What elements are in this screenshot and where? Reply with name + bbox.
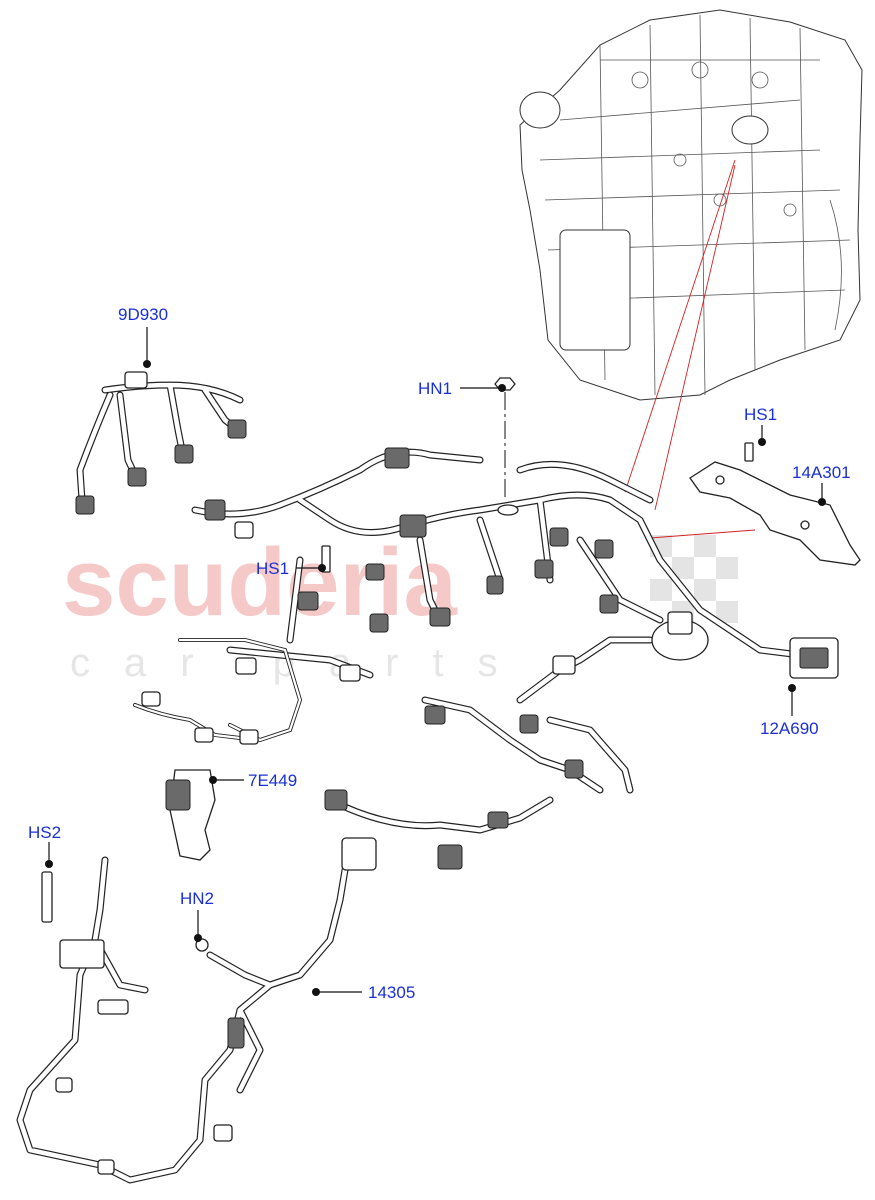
callout-12a690: 12A690 <box>760 719 819 738</box>
main-engine-harness <box>191 447 804 682</box>
battery-harness-14305 <box>16 837 377 1184</box>
sub-harness-center <box>324 611 709 870</box>
callout-14a301: 14A301 <box>792 463 851 482</box>
nut-hn2-icon <box>195 938 209 952</box>
bolt-hs2-icon <box>41 871 53 923</box>
bolt-hs1-top-icon <box>744 442 754 462</box>
callout-hs1-top: HS1 <box>744 405 777 424</box>
callout-7e449: 7E449 <box>248 771 297 790</box>
callout-14305: 14305 <box>368 983 415 1002</box>
engine-block-illustration <box>519 9 863 401</box>
callout-labels: 9D930 HN1 HS1 14A301 HS1 12A690 7E449 HS… <box>28 305 851 1002</box>
checkered-flag-graphic <box>650 535 738 623</box>
watermark-sub: car parts <box>70 641 532 685</box>
injector-harness <box>75 371 247 515</box>
sub-harness-left <box>133 638 303 745</box>
callout-hs1-left: HS1 <box>256 559 289 578</box>
callout-hs2: HS2 <box>28 823 61 842</box>
callout-hn2: HN2 <box>180 889 214 908</box>
watermark-brand: scuderia <box>62 529 457 636</box>
watermark: scuderia car parts <box>62 529 738 685</box>
bracket-14a301 <box>689 461 861 566</box>
callout-leaders <box>45 327 826 996</box>
reference-lines <box>624 159 756 539</box>
sensor-bracket-7e449 <box>165 769 216 861</box>
fasteners <box>41 377 754 952</box>
ecu-connector-12a690 <box>789 637 839 679</box>
callout-9d930: 9D930 <box>118 305 168 324</box>
callout-hn1: HN1 <box>418 379 452 398</box>
